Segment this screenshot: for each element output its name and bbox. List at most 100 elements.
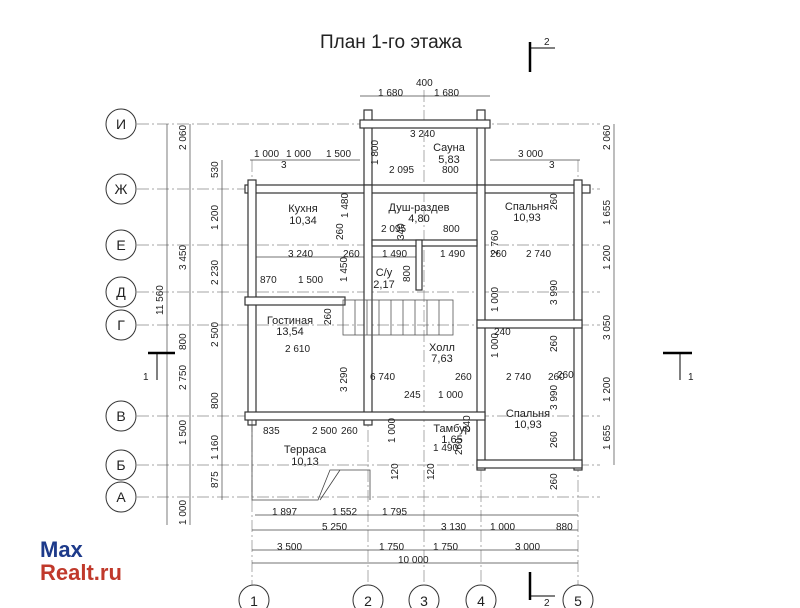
dimension-label: 2 740 bbox=[526, 249, 551, 260]
axis-row-label: А bbox=[116, 489, 126, 505]
dimension-label: 2 750 bbox=[178, 365, 189, 390]
dimension-label: 1 655 bbox=[602, 425, 613, 450]
dimension-label: 1 655 bbox=[602, 200, 613, 225]
dimension-label: 2 095 bbox=[389, 165, 414, 176]
dimension-label: 1 000 bbox=[438, 390, 463, 401]
terrace-outline bbox=[251, 420, 371, 501]
dimension-label: 1 552 bbox=[332, 507, 357, 518]
dimension-label: 1 680 bbox=[434, 88, 459, 99]
dimension-label: 3 000 bbox=[518, 149, 543, 160]
dimension-label: 1 160 bbox=[210, 435, 221, 460]
dimension-label: 1 000 bbox=[254, 149, 279, 160]
watermark-line1: Max bbox=[40, 537, 84, 562]
axis-row-label: Г bbox=[117, 317, 125, 333]
dimension-label: 2 610 bbox=[285, 344, 310, 355]
dimension-label: 3 240 bbox=[410, 129, 435, 140]
dimension-label: 1 795 bbox=[382, 507, 407, 518]
dimension-label: 3 050 bbox=[602, 315, 613, 340]
axis-row-label: И bbox=[116, 116, 126, 132]
room-area: 4,80 bbox=[408, 213, 429, 225]
dimension-label: 245 bbox=[404, 390, 421, 401]
dimension-label: 260 bbox=[549, 335, 560, 352]
axis-col-label: 1 bbox=[250, 593, 258, 608]
dimension-label: 3 bbox=[281, 160, 287, 171]
room-area: 5,83 bbox=[438, 154, 459, 166]
dimension-label: 10 000 bbox=[398, 555, 429, 566]
section-mark-label: 2 bbox=[544, 598, 550, 608]
dimension-label: 1 000 bbox=[178, 500, 189, 525]
room-labels: Сауна 5,83 Кухня 10,34 Душ-раздев 4,80 С… bbox=[267, 142, 550, 468]
dimension-label: 1 200 bbox=[602, 245, 613, 270]
dimension-label: 3 450 bbox=[178, 245, 189, 270]
row-axes: И Ж Е Д Г В Б А bbox=[105, 108, 137, 513]
dimension-label: 1 000 bbox=[490, 333, 501, 358]
dimension-label: 1 490 bbox=[433, 443, 458, 454]
axis-row-label: Д bbox=[116, 284, 126, 300]
dimension-label: 6 740 bbox=[370, 372, 395, 383]
dimension-label: 340 bbox=[396, 223, 407, 240]
dimension-label: 800 bbox=[443, 224, 460, 235]
dimension-label: 1 800 bbox=[370, 140, 381, 165]
room-name: Тамбур bbox=[433, 423, 470, 435]
dimension-label: 260 bbox=[549, 473, 560, 490]
dimension-label: 260 bbox=[549, 193, 560, 210]
dimension-label: 1 200 bbox=[602, 377, 613, 402]
room-name: Гостиная bbox=[267, 315, 313, 327]
dimension-label: 260 bbox=[557, 370, 574, 381]
room-area: 1,65 bbox=[441, 434, 462, 446]
dimension-label: 2 500 bbox=[312, 426, 337, 437]
axis-row-label: Е bbox=[116, 237, 125, 253]
dimension-label: 1 500 bbox=[298, 275, 323, 286]
dimension-label: 120 bbox=[426, 463, 437, 480]
plan-title: План 1-го этажа bbox=[320, 32, 462, 53]
room-name: Душ-раздев bbox=[389, 202, 450, 214]
room-area: 10,13 bbox=[291, 456, 319, 468]
dimension-label: 1 200 bbox=[210, 205, 221, 230]
room-area: 10,34 bbox=[289, 215, 317, 227]
dimension-label: 2 060 bbox=[602, 125, 613, 150]
dimension-label: 870 bbox=[260, 275, 277, 286]
dimension-label: 3 290 bbox=[339, 367, 350, 392]
room-name: Спальня bbox=[505, 201, 549, 213]
dimension-label: 1 680 bbox=[378, 88, 403, 99]
dimension-label: 2 230 bbox=[210, 260, 221, 285]
dimension-label: 260 bbox=[548, 372, 565, 383]
dimension-label: 835 bbox=[263, 426, 280, 437]
room-name: Спальня bbox=[506, 408, 550, 420]
dimension-label: 260 bbox=[343, 249, 360, 260]
dimension-label: 1 750 bbox=[379, 542, 404, 553]
dimension-label: 1 500 bbox=[326, 149, 351, 160]
staircase bbox=[342, 299, 454, 336]
dimension-label: 800 bbox=[210, 392, 221, 409]
dimension-label: 260 bbox=[323, 308, 334, 325]
dimension-label: 1 000 bbox=[490, 522, 515, 533]
dimension-label: 2 500 bbox=[210, 322, 221, 347]
dimension-label: 260 bbox=[549, 431, 560, 448]
dimension-label: 260 bbox=[341, 426, 358, 437]
dimension-label: 2 760 bbox=[490, 230, 501, 255]
dimension-label: 1 750 bbox=[433, 542, 458, 553]
dimension-label: 5 250 bbox=[322, 522, 347, 533]
dimension-label: 240 bbox=[462, 415, 473, 432]
dimension-label: 3 000 bbox=[515, 542, 540, 553]
section-mark-label: 2 bbox=[544, 37, 550, 48]
dimension-label: 875 bbox=[210, 471, 221, 488]
axis-col-label: 2 bbox=[364, 593, 372, 608]
dimension-label: 800 bbox=[178, 333, 189, 350]
dimension-label: 1 450 bbox=[339, 257, 350, 282]
section-mark-label: 1 bbox=[688, 372, 694, 383]
dimension-label: 2 740 bbox=[506, 372, 531, 383]
dimension-label: 530 bbox=[210, 161, 221, 178]
room-name: Терраса bbox=[284, 444, 327, 456]
axis-col-label: 3 bbox=[420, 593, 428, 608]
dimension-label: 3 500 bbox=[277, 542, 302, 553]
dimension-label: 1 000 bbox=[490, 287, 501, 312]
axis-row-label: В bbox=[116, 408, 125, 424]
dimension-label: 2 095 bbox=[381, 224, 406, 235]
room-name: Сауна bbox=[433, 142, 466, 154]
dimension-label: 3 bbox=[549, 160, 555, 171]
dimension-label: 3 240 bbox=[288, 249, 313, 260]
dimension-label: 240 bbox=[494, 327, 511, 338]
